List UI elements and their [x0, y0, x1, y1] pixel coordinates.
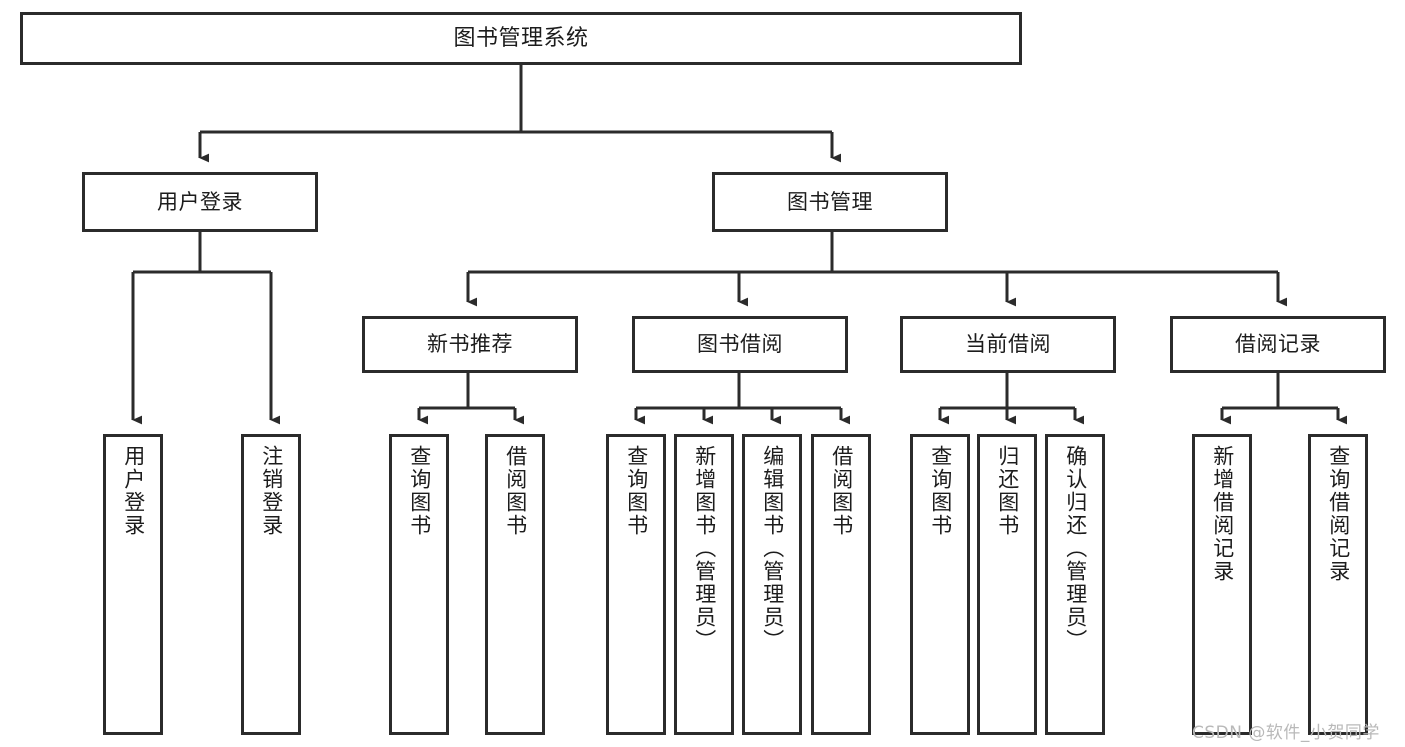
leaf-edit-book-label: 编辑图书（管理员）	[760, 445, 785, 652]
leaf-query-record[interactable]: 查询借阅记录	[1308, 434, 1368, 735]
leaf-user-login-label: 用户登录	[121, 445, 146, 537]
leaf-borrow-book-2[interactable]: 借阅图书	[811, 434, 871, 735]
leaf-add-record[interactable]: 新增借阅记录	[1192, 434, 1252, 735]
leaf-add-record-label: 新增借阅记录	[1210, 445, 1235, 583]
node-root[interactable]: 图书管理系统	[20, 12, 1022, 65]
leaf-return-book[interactable]: 归还图书	[977, 434, 1037, 735]
node-borrow-record[interactable]: 借阅记录	[1170, 316, 1386, 373]
node-book-borrow-label: 图书借阅	[697, 332, 783, 357]
leaf-borrow-book-1[interactable]: 借阅图书	[485, 434, 545, 735]
leaf-add-book[interactable]: 新增图书（管理员）	[674, 434, 734, 735]
leaf-query-book-2[interactable]: 查询图书	[606, 434, 666, 735]
leaf-edit-book[interactable]: 编辑图书（管理员）	[742, 434, 802, 735]
leaf-logout-login-label: 注销登录	[259, 445, 284, 537]
leaf-query-book-2-label: 查询图书	[624, 445, 649, 537]
leaf-query-book-3-label: 查询图书	[928, 445, 953, 537]
leaf-confirm-return[interactable]: 确认归还（管理员）	[1045, 434, 1105, 735]
leaf-query-book-1-label: 查询图书	[407, 445, 432, 537]
node-book-management[interactable]: 图书管理	[712, 172, 948, 232]
leaf-add-book-label: 新增图书（管理员）	[692, 445, 717, 652]
node-book-borrow[interactable]: 图书借阅	[632, 316, 848, 373]
node-current-borrow-label: 当前借阅	[965, 332, 1051, 357]
node-borrow-record-label: 借阅记录	[1235, 332, 1321, 357]
node-current-borrow[interactable]: 当前借阅	[900, 316, 1116, 373]
csdn-watermark: CSDN @软件_小贺同学	[1192, 723, 1380, 743]
leaf-query-book-1[interactable]: 查询图书	[389, 434, 449, 735]
leaf-logout-login[interactable]: 注销登录	[241, 434, 301, 735]
node-new-book-recommend[interactable]: 新书推荐	[362, 316, 578, 373]
node-user-login-label: 用户登录	[157, 189, 243, 214]
leaf-return-book-label: 归还图书	[995, 445, 1020, 537]
leaf-confirm-return-label: 确认归还（管理员）	[1063, 445, 1088, 652]
node-book-management-label: 图书管理	[787, 189, 873, 214]
leaf-borrow-book-1-label: 借阅图书	[503, 445, 528, 537]
leaf-query-record-label: 查询借阅记录	[1326, 445, 1351, 583]
leaf-borrow-book-2-label: 借阅图书	[829, 445, 854, 537]
leaf-query-book-3[interactable]: 查询图书	[910, 434, 970, 735]
leaf-user-login[interactable]: 用户登录	[103, 434, 163, 735]
node-root-label: 图书管理系统	[453, 25, 589, 51]
node-new-book-recommend-label: 新书推荐	[427, 332, 513, 357]
node-user-login[interactable]: 用户登录	[82, 172, 318, 232]
